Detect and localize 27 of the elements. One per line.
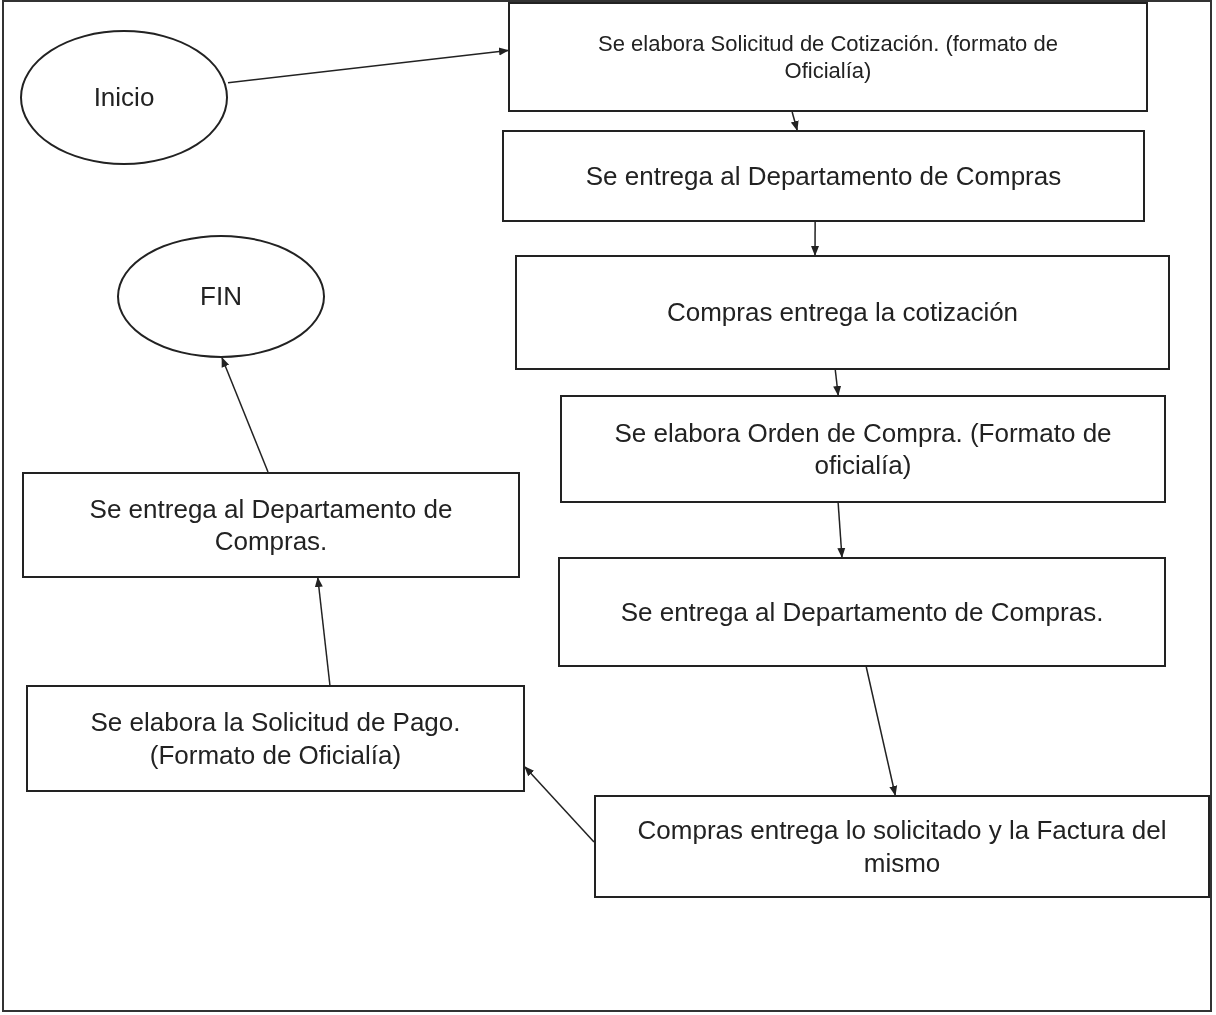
arrow [524, 766, 595, 843]
arrow [833, 369, 842, 396]
process-box [502, 130, 1145, 222]
process-box [22, 472, 520, 578]
node-text: Se elabora la Solicitud de Pago. (Formato de Oficialía) [89, 706, 462, 771]
node-text: Inicio [93, 81, 155, 114]
node-text: Compras entrega la cotización [666, 296, 1019, 329]
node-text: FIN [200, 280, 242, 313]
node-text: Se entrega al Departamento de Compras [585, 159, 1062, 193]
node-text: Se entrega al Departamento de Compras. [88, 492, 454, 558]
node-text: Se elabora Solicitud de Cotización. (formato de Oficialía) [597, 29, 1059, 85]
process-box [26, 685, 525, 792]
arrow [865, 666, 898, 796]
process-box [515, 255, 1170, 370]
arrow [221, 357, 269, 473]
arrow [314, 577, 331, 686]
node-text: Se entrega al Departamento de Compras. [620, 595, 1104, 629]
process-box [558, 557, 1166, 667]
arrow [811, 221, 820, 256]
node-text: Se elabora Orden de Compra. (Formato de oficialía) [613, 416, 1113, 482]
arrow [837, 502, 846, 558]
process-box [508, 2, 1148, 112]
arrow [790, 111, 799, 131]
process-box [594, 795, 1210, 898]
arrow [227, 47, 509, 84]
node-text: Compras entrega lo solicitado y la Factura del mismo [636, 814, 1168, 879]
process-box [560, 395, 1166, 503]
